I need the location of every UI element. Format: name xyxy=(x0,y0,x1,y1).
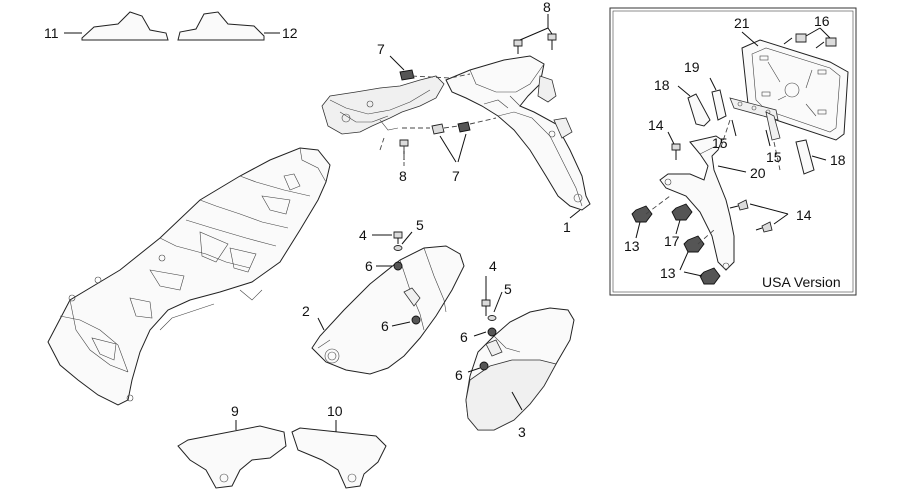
callout-12: 12 xyxy=(282,25,298,41)
spacer-19 xyxy=(709,77,727,121)
plate-bracket-15 xyxy=(719,97,781,171)
callout-7-lower: 7 xyxy=(452,168,460,184)
callout-4-right: 4 xyxy=(489,258,497,274)
hardware-left-cover xyxy=(372,231,421,327)
callout-20: 20 xyxy=(750,165,766,181)
spacer-18-left xyxy=(677,85,711,127)
nuts-13-17 xyxy=(631,195,721,285)
pad-11 xyxy=(64,11,169,41)
hardware-right-cover xyxy=(467,276,503,373)
pad-10 xyxy=(291,420,387,489)
callout-4-left: 4 xyxy=(359,227,367,243)
callout-5-left: 5 xyxy=(416,217,424,233)
callout-11: 11 xyxy=(44,25,59,41)
callout-15-right: 15 xyxy=(766,149,782,165)
upper-bracket xyxy=(321,75,445,135)
inset-caption: USA Version xyxy=(762,274,841,290)
pad-12 xyxy=(177,11,280,41)
rear-mount-arm xyxy=(445,55,591,211)
leader-lines xyxy=(317,209,581,411)
callout-6-left-bottom: 6 xyxy=(381,318,389,334)
spacer-18-right xyxy=(795,139,827,175)
callout-16: 16 xyxy=(814,13,830,29)
callout-21: 21 xyxy=(734,15,750,31)
callout-8-lower: 8 xyxy=(399,168,407,184)
callout-6-right-bottom: 6 xyxy=(455,367,463,383)
callout-15-left: 15 xyxy=(712,135,728,151)
callout-8-top: 8 xyxy=(543,0,551,15)
clip-7-top xyxy=(389,55,471,81)
callout-3: 3 xyxy=(518,424,526,440)
callout-14-top: 14 xyxy=(648,117,664,133)
callout-18-left: 18 xyxy=(654,77,670,93)
bolt-8-lower xyxy=(379,137,409,166)
bracket-20 xyxy=(659,135,747,271)
callout-19: 19 xyxy=(684,59,700,75)
callout-6-left-top: 6 xyxy=(365,258,373,274)
callout-17: 17 xyxy=(664,233,680,249)
rear-undertray xyxy=(47,147,331,406)
callout-2: 2 xyxy=(302,303,310,319)
callout-13-right: 13 xyxy=(660,265,676,281)
callout-10: 10 xyxy=(327,403,343,419)
bolt-8-top xyxy=(513,14,557,54)
callout-labels: 11 12 8 7 8 7 1 4 5 6 2 6 4 5 6 6 3 9 10… xyxy=(44,0,846,440)
callout-14-right: 14 xyxy=(796,207,812,223)
screw-14-top xyxy=(667,131,681,160)
callout-18-right: 18 xyxy=(830,152,846,168)
clips-7-lower xyxy=(402,117,497,163)
callout-1: 1 xyxy=(563,219,571,235)
screws-16 xyxy=(783,27,837,49)
callout-13-left: 13 xyxy=(624,238,640,254)
screws-14-right xyxy=(729,199,789,233)
callout-5-right: 5 xyxy=(504,281,512,297)
side-panel-3 xyxy=(465,307,575,431)
callout-7-top: 7 xyxy=(377,41,385,57)
pad-9 xyxy=(177,420,287,489)
side-panel-2 xyxy=(311,245,465,375)
callout-6-right-top: 6 xyxy=(460,329,468,345)
callout-9: 9 xyxy=(231,403,239,419)
